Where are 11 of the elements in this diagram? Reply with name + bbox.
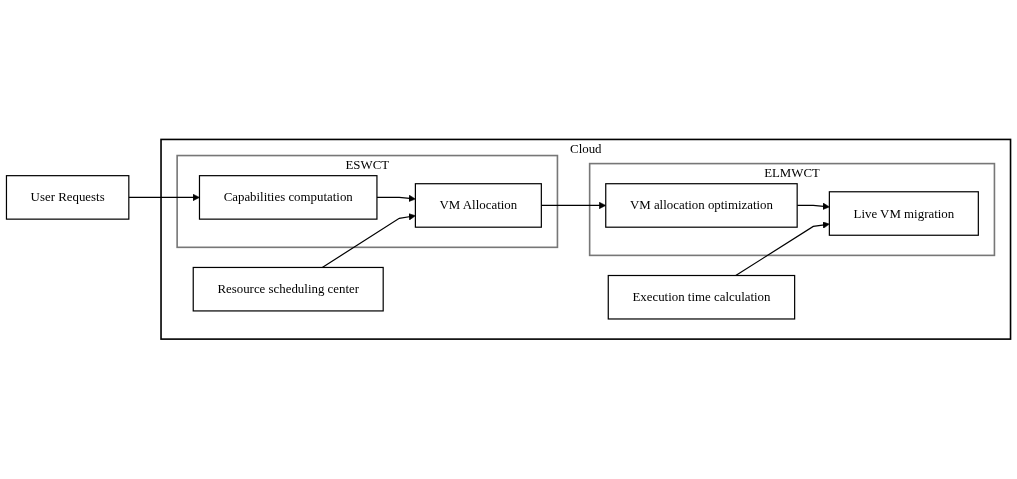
arrow [735,221,830,277]
node-box: Live VM migration [828,191,979,237]
node-box: Resource scheduling center [192,267,384,312]
arrow [376,195,416,203]
arrow [321,213,416,269]
node-box: Execution time calculation [607,275,796,320]
node-box: VM allocation optimization [605,183,798,229]
node-box: Capabilities computation [198,175,378,220]
arrow [128,194,200,202]
node-box: User Requests [5,175,130,220]
node-box: VM Allocation [414,183,542,229]
